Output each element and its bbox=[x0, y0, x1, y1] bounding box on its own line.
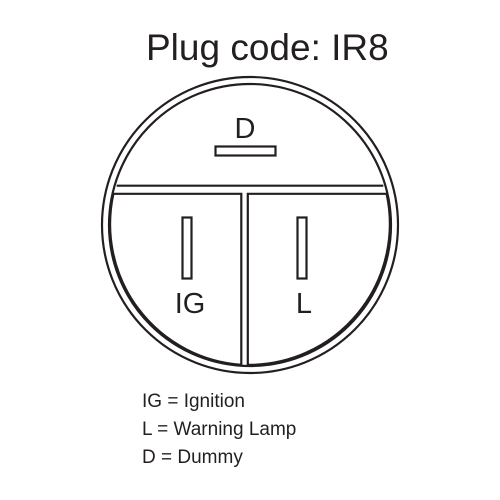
legend: IG = Ignition L = Warning Lamp D = Dummy bbox=[142, 388, 296, 472]
legend-item-ig: IG = Ignition bbox=[142, 391, 245, 412]
connector-outer-ring bbox=[100, 75, 400, 375]
plug-code-title: Plug code: IR8 bbox=[146, 27, 389, 68]
legend-item-l: L = Warning Lamp bbox=[142, 419, 297, 440]
l-chamber-outline bbox=[246, 192, 391, 367]
ig-chamber-outline bbox=[109, 192, 243, 366]
legend-item-d: D = Dummy bbox=[142, 447, 243, 468]
ig-terminal-slot bbox=[181, 216, 193, 280]
d-terminal-slot bbox=[214, 145, 277, 157]
l-terminal-label: L bbox=[296, 288, 312, 320]
d-terminal-label: D bbox=[235, 113, 256, 145]
ig-terminal-label: IG bbox=[175, 288, 206, 320]
l-terminal-slot bbox=[296, 216, 308, 280]
